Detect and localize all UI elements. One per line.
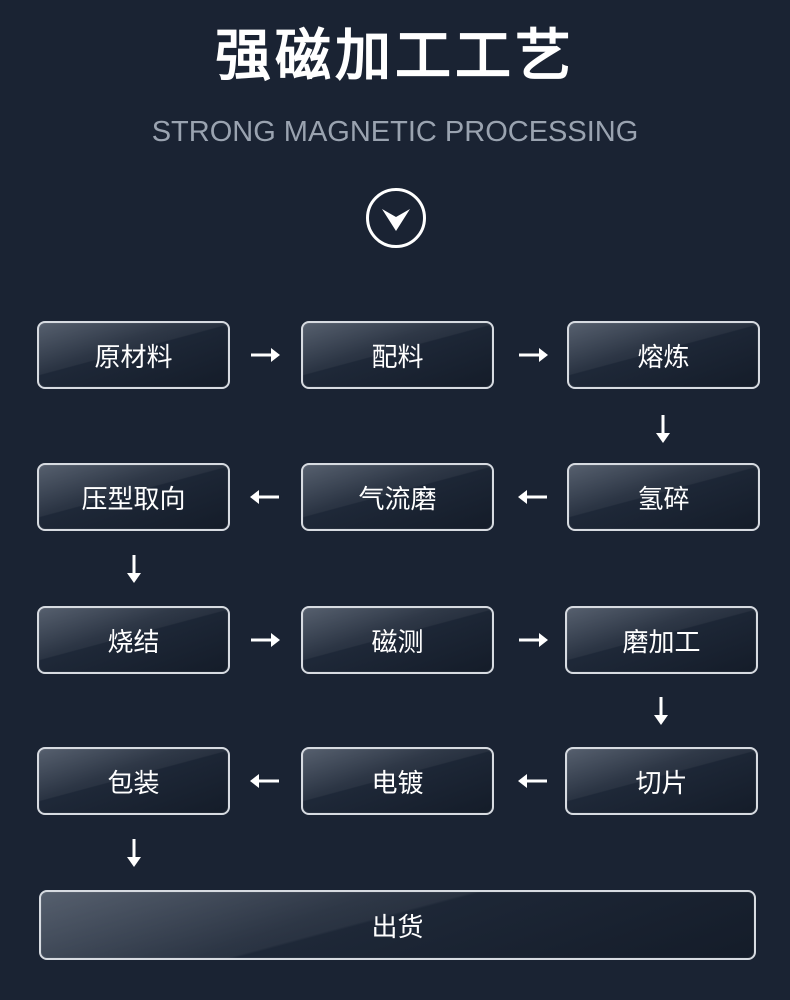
step-box-batching: 配料 [301,321,494,389]
page-title: 强磁加工工艺 [215,24,575,89]
step-box-grinding: 磨加工 [565,606,758,674]
step-box-pressing: 压型取向 [37,463,230,531]
arrow-left-icon [245,482,285,512]
step-box-packaging: 包装 [37,747,230,815]
step-label: 磨加工 [622,627,701,658]
arrow-down-icon [643,412,683,446]
arrow-left-icon [245,766,285,796]
arrow-down-icon [114,552,154,586]
step-box-smelting: 熔炼 [567,321,760,389]
step-box-jet-milling: 气流磨 [301,463,494,531]
step-box-magnetic-testing: 磁测 [301,606,494,674]
arrow-right-icon [245,340,285,370]
arrow-right-icon [513,340,553,370]
step-label: 气流磨 [358,484,437,515]
step-box-raw-material: 原材料 [37,321,230,389]
arrow-down-icon [641,694,681,728]
step-box-shipment: 出货 [39,890,756,960]
step-label: 磁测 [371,627,424,658]
arrow-right-icon [513,625,553,655]
step-label: 配料 [371,342,424,373]
step-label: 烧结 [107,627,160,658]
step-label: 包装 [107,768,160,799]
step-label: 出货 [371,912,424,943]
step-box-hydrogen-decrepitation: 氢碎 [567,463,760,531]
arrow-down-icon [114,836,154,870]
page-subtitle: STRONG MAGNETIC PROCESSING [151,116,639,148]
arrow-right-icon [245,625,285,655]
step-label: 原材料 [94,342,173,373]
chevron-down-circle-icon [366,188,426,248]
step-box-slicing: 切片 [565,747,758,815]
arrow-left-icon [513,766,553,796]
step-label: 电镀 [371,768,424,799]
step-label: 切片 [635,768,688,799]
step-box-sintering: 烧结 [37,606,230,674]
step-box-electroplating: 电镀 [301,747,494,815]
step-label: 氢碎 [637,484,690,515]
step-label: 压型取向 [81,484,186,515]
arrow-left-icon [513,482,553,512]
step-label: 熔炼 [637,342,690,373]
